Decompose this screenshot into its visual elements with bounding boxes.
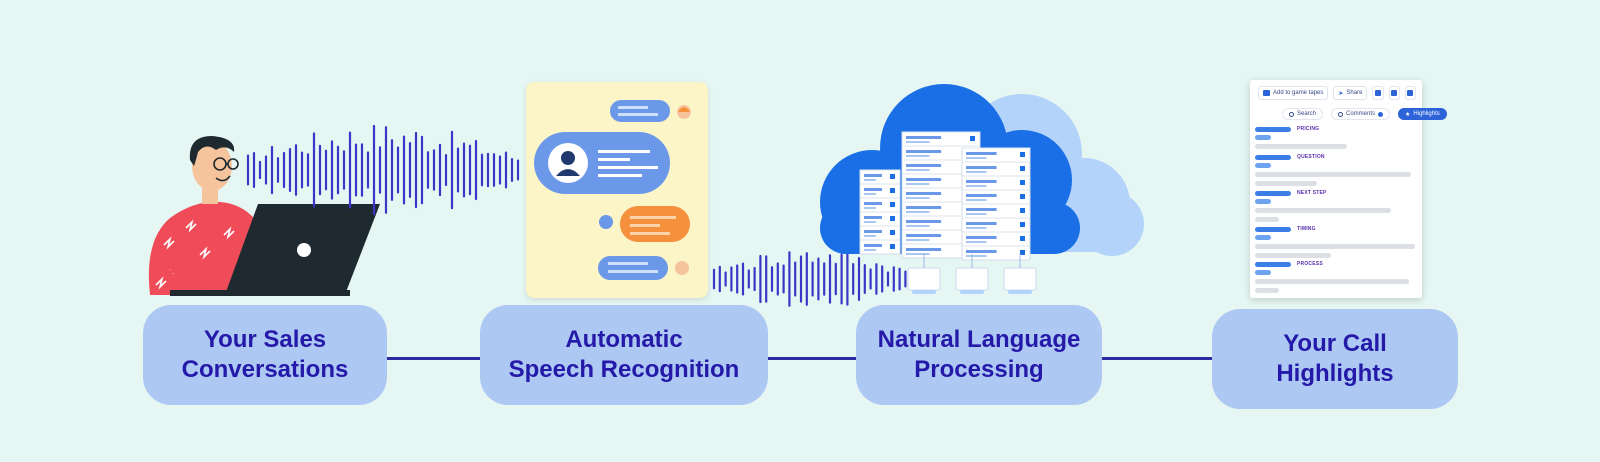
lock-button[interactable]	[1372, 86, 1384, 100]
highlight-tag	[1255, 261, 1291, 267]
cloud-servers-illustration	[820, 84, 1144, 294]
step-label-line1: Automatic	[565, 326, 683, 353]
tab-search[interactable]: Search	[1282, 108, 1324, 120]
speaker-tag	[1255, 163, 1271, 168]
transcript-line	[1255, 144, 1347, 149]
add-to-game-tapes-label: Add to game tapes	[1273, 90, 1324, 96]
tab-highlights-label: Highlights	[1413, 111, 1440, 117]
download-icon	[1391, 90, 1398, 96]
add-to-game-tapes-button[interactable]: Add to game tapes	[1258, 86, 1329, 100]
call-highlights-card: Add to game tapes ➤ Share Search Comment…	[1250, 80, 1447, 298]
highlight-section-question[interactable]: QUESTION	[1255, 154, 1416, 186]
delete-button[interactable]	[1404, 86, 1416, 100]
step-call-highlights: Your Call Highlights	[1212, 309, 1458, 409]
share-button[interactable]: ➤ Share	[1333, 86, 1368, 100]
highlight-label: PRICING	[1297, 126, 1320, 132]
step-label-line2: Processing	[914, 356, 1044, 383]
step-label-line1: Your Call	[1283, 330, 1387, 357]
tab-highlights[interactable]: ★ Highlights	[1398, 108, 1447, 120]
highlight-section-timing[interactable]: TIMING	[1255, 226, 1416, 258]
share-label: Share	[1346, 90, 1363, 96]
highlights-toolbar: Add to game tapes ➤ Share	[1258, 86, 1416, 100]
highlight-section-process[interactable]: PROCESS	[1255, 261, 1416, 293]
tab-comments-label: Comments	[1346, 111, 1376, 117]
transcript-line	[1255, 181, 1317, 186]
highlight-label: PROCESS	[1297, 261, 1323, 267]
transcript-line	[1255, 279, 1409, 284]
audio-waveform-2	[712, 251, 907, 307]
star-icon: ★	[1405, 111, 1411, 118]
highlight-section-next-step[interactable]: NEXT STEP	[1255, 190, 1416, 222]
speech-recognition-chat-panel	[526, 82, 708, 298]
speaker-tag	[1255, 135, 1271, 140]
tape-icon	[1263, 90, 1270, 96]
chat-bubbles-illustration	[534, 100, 691, 280]
lock-icon	[1375, 90, 1382, 96]
step-label-line1: Natural Language	[877, 326, 1081, 353]
connector-2-3	[766, 357, 858, 360]
step-natural-language-processing: Natural Language Processing	[856, 305, 1102, 405]
step-speech-recognition: Automatic Speech Recognition	[480, 305, 768, 405]
comment-icon	[1338, 111, 1344, 117]
comments-count-badge	[1378, 111, 1384, 117]
speaker-tag	[1255, 270, 1271, 275]
share-icon: ➤	[1338, 90, 1344, 97]
transcript-line	[1255, 244, 1415, 249]
highlight-tag	[1255, 226, 1291, 232]
step-sales-conversations: Your Sales Conversations	[143, 305, 387, 405]
speaker-tag	[1255, 199, 1271, 204]
highlight-label: QUESTION	[1297, 154, 1325, 160]
tab-search-label: Search	[1297, 111, 1317, 117]
step-label-line1: Your Sales	[203, 326, 327, 353]
trash-icon	[1407, 90, 1414, 96]
highlight-tag	[1255, 154, 1291, 160]
transcript-line	[1255, 172, 1411, 177]
speaker-tag	[1255, 235, 1271, 240]
highlight-label: TIMING	[1297, 226, 1316, 232]
transcript-line	[1255, 253, 1331, 258]
highlights-tabs: Search Comments ★ Highlights	[1282, 108, 1447, 120]
search-icon	[1289, 111, 1294, 117]
highlight-section-pricing[interactable]: PRICING	[1255, 126, 1416, 149]
highlight-label: NEXT STEP	[1297, 190, 1327, 196]
transcript-line	[1255, 288, 1279, 293]
step-label-line2: Speech Recognition	[508, 356, 740, 383]
highlight-tag	[1255, 126, 1291, 132]
download-button[interactable]	[1388, 86, 1400, 100]
step-label-line2: Conversations	[181, 356, 349, 383]
tab-comments[interactable]: Comments	[1331, 108, 1391, 120]
audio-waveform-1	[246, 124, 520, 216]
person-with-laptop-illustration	[148, 136, 380, 296]
highlight-tag	[1255, 190, 1291, 196]
transcript-line	[1255, 208, 1391, 213]
connector-1-2	[386, 357, 480, 360]
transcript-line	[1255, 217, 1279, 222]
connector-3-4	[1100, 357, 1212, 360]
step-label-line2: Highlights	[1276, 360, 1394, 387]
